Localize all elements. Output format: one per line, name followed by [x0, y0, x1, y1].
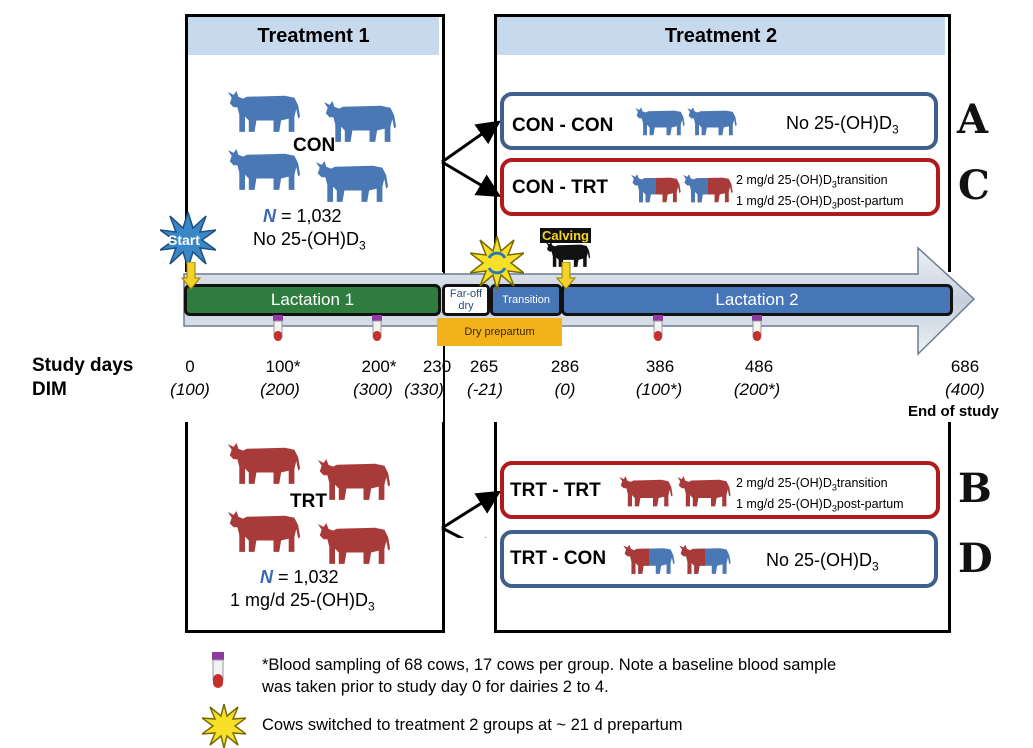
- study-day-tick: 686: [950, 357, 980, 376]
- study-day-tick: 386: [645, 357, 675, 376]
- blood-tube-icon: [752, 315, 762, 341]
- blood-tube-icon: [372, 315, 382, 341]
- lactation1-segment: Lactation 1: [184, 284, 441, 316]
- dim-tick: (-21): [467, 380, 503, 399]
- group-trt-con-desc: No 25-(OH)D3: [766, 550, 879, 574]
- dim-tick: (330): [404, 380, 444, 399]
- group-letter-b: B: [958, 465, 992, 512]
- start-burst-icon: [160, 212, 216, 268]
- cow-icon: [618, 472, 674, 510]
- dim-tick: (200*): [733, 380, 781, 399]
- cow-icon: [226, 146, 302, 192]
- cow-icon: [678, 540, 732, 578]
- group-letter-a: A: [957, 96, 989, 143]
- study-day-tick: 100*: [265, 357, 301, 376]
- switch-burst-icon: [470, 236, 524, 290]
- dim-tick: (300): [353, 380, 393, 399]
- dim-tick: (100*): [635, 380, 683, 399]
- treatment1-title: Treatment 1: [188, 17, 439, 55]
- con-n-label: N: [263, 206, 276, 226]
- trt-n-value: = 1,032: [278, 567, 339, 587]
- dim-tick: (400): [945, 380, 985, 399]
- study-day-tick: 230: [422, 357, 452, 376]
- blood-tube-icon: [212, 652, 224, 688]
- study-day-tick: 265: [469, 357, 499, 376]
- start-down-arrow: [181, 262, 201, 290]
- cow-icon: [686, 103, 738, 139]
- trt-group-name: TRT: [290, 491, 327, 512]
- trt-n-label: N: [260, 567, 273, 587]
- cow-icon: [622, 540, 676, 578]
- cow-icon: [316, 456, 392, 502]
- dim-label: DIM: [32, 379, 67, 400]
- end-of-study-label: End of study: [908, 403, 999, 420]
- cow-icon: [226, 508, 302, 554]
- cow-icon: [682, 170, 734, 206]
- group-letter-c: C: [958, 162, 990, 209]
- study-days-label: Study days: [32, 355, 134, 376]
- dim-tick: (100): [170, 380, 210, 399]
- group-trt-con-name: TRT - CON: [510, 548, 607, 569]
- blood-tube-icon: [273, 315, 283, 341]
- study-day-tick: 0: [185, 357, 195, 376]
- far-off-dry-segment: Far-off dry: [442, 284, 490, 316]
- dry-prepartum-bar: Dry prepartum: [437, 318, 562, 346]
- cow-icon: [630, 170, 682, 206]
- group-trt-trt-desc: 2 mg/d 25-(OH)D3transition 1 mg/d 25-(OH…: [736, 476, 904, 513]
- con-n-value: = 1,032: [281, 206, 342, 226]
- start-label: Start: [168, 232, 200, 248]
- con-group-name: CON: [293, 135, 336, 156]
- group-con-con-name: CON - CON: [512, 115, 614, 136]
- switch-burst-icon: [202, 704, 246, 748]
- blood-tube-icon: [653, 315, 663, 341]
- blood-sampling-note: *Blood sampling of 68 cows, 17 cows per …: [262, 656, 837, 696]
- calving-label: Calving: [540, 228, 591, 243]
- cow-icon: [676, 472, 732, 510]
- dim-tick: (0): [554, 380, 576, 399]
- group-con-trt-name: CON - TRT: [512, 177, 609, 198]
- switch-note: Cows switched to treatment 2 groups at ~…: [262, 716, 683, 734]
- dim-tick: (200): [260, 380, 300, 399]
- study-day-tick: 200*: [361, 357, 397, 376]
- con-dose: No 25-(OH)D3: [253, 229, 366, 253]
- cow-icon: [314, 158, 390, 204]
- cow-icon: [634, 103, 686, 139]
- group-trt-trt-name: TRT - TRT: [510, 480, 601, 501]
- transition-segment: Transition: [490, 284, 562, 316]
- study-day-tick: 486: [744, 357, 774, 376]
- group-con-con-desc: No 25-(OH)D3: [786, 113, 899, 137]
- trt-n-count: N = 1,032: [260, 567, 339, 588]
- lactation2-segment: Lactation 2: [561, 284, 953, 316]
- cow-icon: [226, 440, 302, 486]
- study-day-tick: 286: [550, 357, 580, 376]
- cow-icon: [316, 520, 392, 566]
- group-con-trt-desc: 2 mg/d 25-(OH)D3transition 1 mg/d 25-(OH…: [736, 173, 904, 210]
- cow-icon: [226, 88, 302, 134]
- branch-arrows-top: [441, 120, 502, 198]
- calving-down-arrow: [556, 262, 576, 290]
- con-n-count: N = 1,032: [263, 206, 342, 227]
- group-letter-d: D: [958, 535, 993, 582]
- trt-dose: 1 mg/d 25-(OH)D3: [230, 590, 375, 614]
- branch-arrows-bottom: [441, 490, 502, 538]
- treatment2-title: Treatment 2: [497, 17, 945, 55]
